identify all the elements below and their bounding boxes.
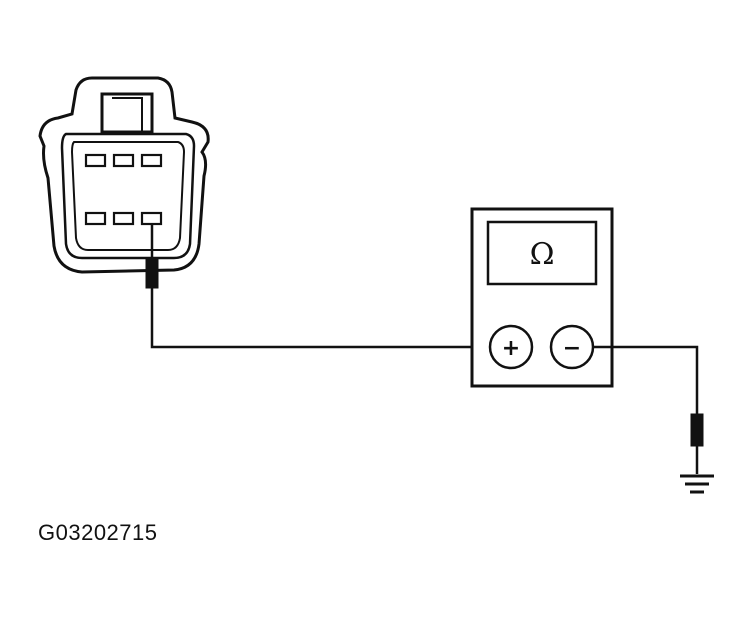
positive-probe [145,224,159,289]
figure-id: G03202715 [38,520,158,545]
connector-latch-inner [112,97,143,132]
ground-probe [690,413,704,474]
connector-cavity-wall [70,141,186,251]
negative-terminal-label: − [563,336,581,361]
ground-icon [680,474,714,494]
connector-inner-shell [60,132,196,260]
terminal-3 [140,153,163,168]
positive-lead-wire [150,288,490,349]
terminal-1 [84,153,107,168]
multimeter: Ω + − [470,207,614,388]
ground-probe-body [690,413,704,447]
negative-lead-wire [593,345,699,414]
terminal-4 [84,211,107,226]
multimeter-display [486,220,598,286]
terminal-6 [140,211,163,226]
terminal-5 [112,211,135,226]
ohm-symbol: Ω [530,237,555,272]
connector [38,76,210,274]
positive-terminal-label: + [502,336,520,361]
terminal-2 [112,153,135,168]
probe-body [145,257,159,289]
connector-latch [100,92,154,134]
positive-terminal-jack [488,324,534,370]
